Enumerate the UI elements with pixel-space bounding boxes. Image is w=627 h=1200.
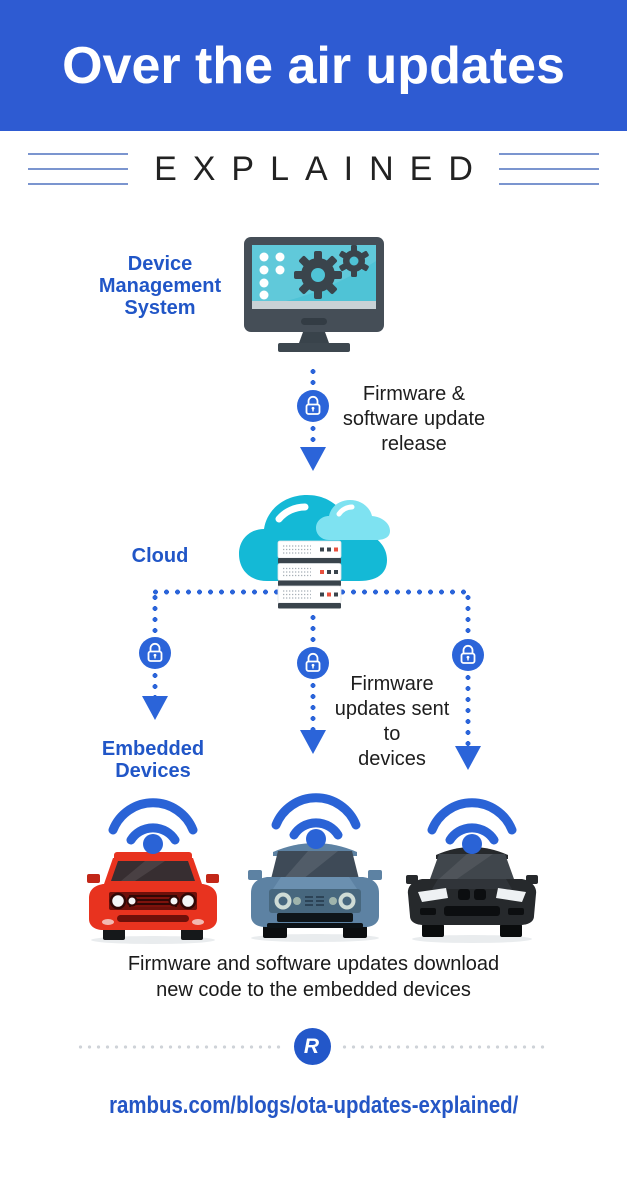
header-banner: Over the air updates	[0, 0, 627, 131]
server-stack-icon	[277, 540, 342, 609]
monitor-gears-icon	[244, 237, 384, 352]
dotted-connector-right	[452, 592, 484, 770]
dotted-connector-release	[297, 366, 329, 471]
embedded-devices-label: Embedded Devices	[101, 738, 205, 782]
lock-icon	[139, 637, 171, 669]
rambus-logo-icon: R	[294, 1028, 331, 1065]
release-caption: Firmware & software update release	[342, 383, 486, 455]
blue-car-icon	[248, 843, 382, 942]
black-car-icon	[406, 847, 538, 943]
lock-icon	[297, 390, 329, 422]
lock-icon	[297, 647, 329, 679]
dotted-connector-center	[297, 612, 329, 754]
footer-url-row: rambus.com/blogs/ota-updates-explained/	[0, 1092, 627, 1120]
wifi-signal-icon	[271, 793, 361, 849]
subtitle-row: EXPLAINED	[0, 150, 627, 188]
page-title: Over the air updates	[62, 36, 565, 95]
subtitle-text: EXPLAINED	[154, 149, 489, 188]
divider-dots-left	[76, 1045, 282, 1049]
dotted-connector-left	[139, 592, 171, 720]
devices-caption: Firmware updates sent to devices	[334, 673, 450, 770]
arrowhead-icon	[142, 696, 168, 720]
decorative-lines-left	[28, 153, 129, 185]
device-management-label: Device Management System	[98, 253, 222, 319]
arrowhead-icon	[300, 447, 326, 471]
decorative-lines-right	[498, 153, 599, 185]
wifi-signal-icon	[108, 798, 198, 854]
lock-icon	[452, 639, 484, 671]
cloud-servers-icon	[239, 495, 390, 609]
divider-dots-right	[340, 1045, 546, 1049]
red-car-icon	[87, 852, 219, 944]
wifi-signal-icon	[427, 798, 517, 854]
cloud-label: Cloud	[131, 545, 189, 567]
blog-url-link[interactable]: rambus.com/blogs/ota-updates-explained/	[108, 1092, 519, 1119]
arrowhead-icon	[300, 730, 326, 754]
bottom-caption: Firmware and software updates download n…	[127, 953, 500, 1001]
arrowhead-icon	[455, 746, 481, 770]
